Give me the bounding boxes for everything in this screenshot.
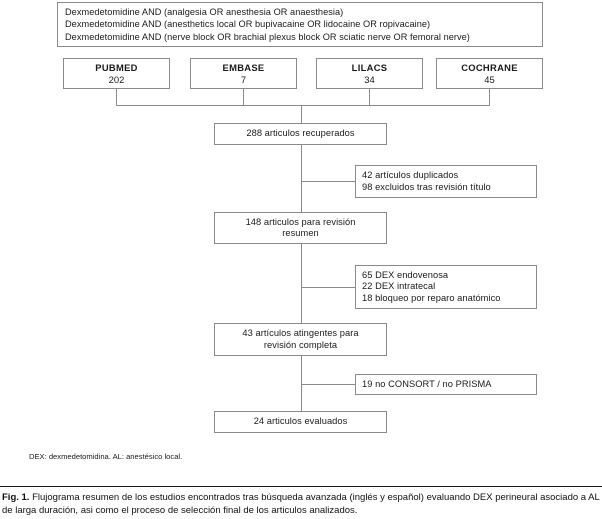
stage-box-fulltext-review: 43 artículos atingentes para revisión co… <box>214 323 387 356</box>
connector-branch-exclusion-3 <box>301 384 356 385</box>
connector-lilacs-stem <box>369 89 370 106</box>
connector-collector-to-retrieved <box>301 105 302 124</box>
search-query-line-3: Dexmedetomidine AND (nerve block OR brac… <box>65 31 470 42</box>
stage-box-abstract-review: 148 articulos para revisión resumen <box>214 212 387 244</box>
database-count-pubmed: 202 <box>108 73 125 85</box>
exclusion-2-line-3: 18 bloqueo por reparo anatómico <box>362 292 501 303</box>
database-box-cochrane: COCHRANE 45 <box>436 58 543 89</box>
database-box-lilacs: LILACS 34 <box>316 58 423 89</box>
exclusion-1-line-1: 42 artículos duplicados <box>362 170 459 181</box>
database-box-embase: EMBASE 7 <box>190 58 297 89</box>
caption-divider <box>0 486 602 487</box>
connector-retrieved-to-abstract <box>301 145 302 213</box>
search-query-box: Dexmedetomidine AND (analgesia OR anesth… <box>57 2 543 47</box>
exclusion-3-line-1: 19 no CONSORT / no PRISMA <box>362 378 492 389</box>
exclusion-2-line-2: 22 DEX intratecal <box>362 281 436 292</box>
figure-caption-label: Fig. 1. <box>2 492 30 503</box>
stage-label-retrieved: 288 articulos recuperados <box>246 128 355 139</box>
exclusion-box-3: 19 no CONSORT / no PRISMA <box>355 374 537 395</box>
database-name-cochrane: COCHRANE <box>461 62 518 73</box>
figure-caption: Fig. 1. Flujograma resumen de los estudi… <box>2 492 600 517</box>
search-query-line-1: Dexmedetomidine AND (analgesia OR anesth… <box>65 6 344 17</box>
stage-label-abstract-line-1: 148 articulos para revisión <box>245 216 356 227</box>
connector-collector-bar <box>116 105 490 106</box>
figure-caption-text: Flujograma resumen de los estudios encon… <box>2 492 600 516</box>
stage-box-evaluated: 24 articulos evaluados <box>214 411 387 433</box>
connector-branch-exclusion-2 <box>301 287 356 288</box>
database-box-pubmed: PUBMED 202 <box>63 58 170 89</box>
abbreviations-note: DEX: dexmedetomidina. AL: anestésico loc… <box>29 452 183 461</box>
stage-label-fulltext-line-2: revisión completa <box>263 339 338 350</box>
exclusion-1-line-2: 98 excluidos tras revisión título <box>362 181 491 192</box>
database-name-pubmed: PUBMED <box>95 62 138 73</box>
exclusion-box-1: 42 artículos duplicados 98 excluidos tra… <box>355 165 537 198</box>
connector-pubmed-stem <box>116 89 117 106</box>
connector-abstract-to-fulltext <box>301 244 302 324</box>
exclusion-2-line-1: 65 DEX endovenosa <box>362 269 449 280</box>
connector-embase-stem <box>243 89 244 106</box>
stage-box-retrieved: 288 articulos recuperados <box>214 123 387 145</box>
database-name-lilacs: LILACS <box>351 62 388 73</box>
connector-cochrane-stem <box>489 89 490 106</box>
database-name-embase: EMBASE <box>222 62 265 73</box>
database-count-cochrane: 45 <box>484 73 495 85</box>
database-count-embase: 7 <box>240 73 247 85</box>
stage-label-fulltext-line-1: 43 artículos atingentes para <box>242 328 359 339</box>
connector-branch-exclusion-1 <box>301 181 356 182</box>
stage-label-abstract-line-2: resumen <box>282 228 319 238</box>
database-count-lilacs: 34 <box>364 73 375 85</box>
stage-label-evaluated: 24 articulos evaluados <box>253 416 348 427</box>
search-query-line-2: Dexmedetomidine AND (anesthetics local O… <box>65 19 431 30</box>
exclusion-box-2: 65 DEX endovenosa 22 DEX intratecal 18 b… <box>355 265 537 309</box>
